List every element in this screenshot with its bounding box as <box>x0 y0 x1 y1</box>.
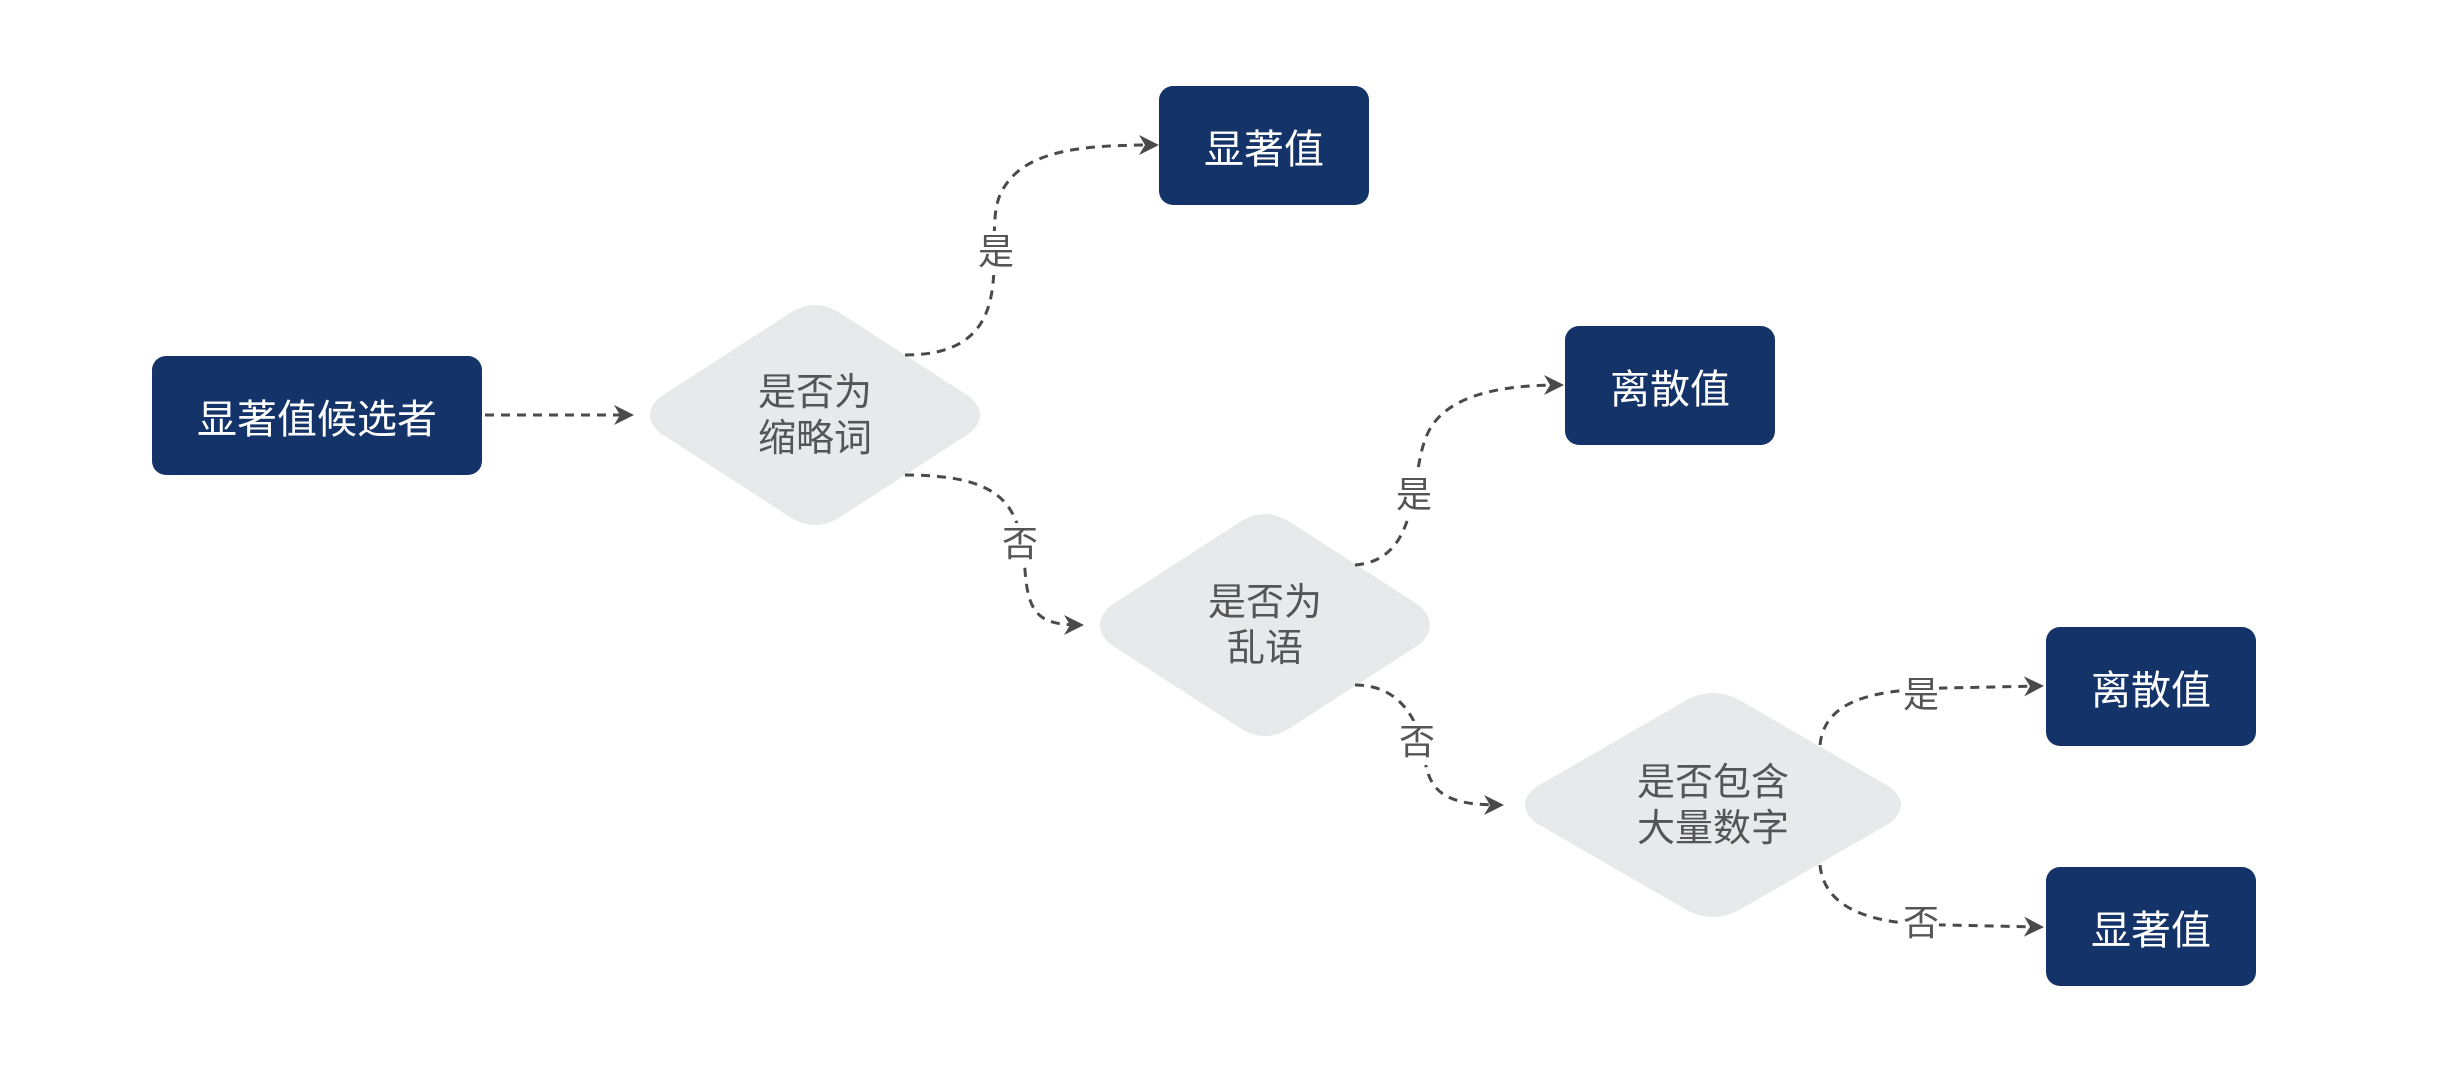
edge-label-gibberish-no: 否 <box>1399 721 1436 765</box>
start-node-label: 显著值候选者 <box>197 396 437 443</box>
edge-gibberish-yes <box>1354 375 1564 567</box>
edge-label-numbers-no: 否 <box>1903 902 1940 946</box>
decision-abbreviation-line1: 是否为 <box>757 370 872 414</box>
decision-abbreviation: 是否为 缩略词 <box>665 350 965 480</box>
outcome-gibberish-yes-node: 离散值 <box>1565 326 1775 445</box>
edge-numbers-no <box>1818 864 2044 937</box>
decision-gibberish: 是否为 乱语 <box>1115 560 1415 690</box>
edge-abbreviation-no <box>904 473 1084 635</box>
decision-numbers: 是否包含 大量数字 <box>1563 740 1863 870</box>
decision-numbers-line1: 是否包含 <box>1636 760 1789 804</box>
outcome-numbers-no-node: 显著值 <box>2046 867 2256 986</box>
edge-label-gibberish-yes: 是 <box>1396 474 1433 518</box>
start-node: 显著值候选者 <box>152 356 482 475</box>
edge-abbreviation-yes <box>904 135 1159 357</box>
decision-numbers-shape <box>1525 693 1901 917</box>
edge-label-abbr-no: 否 <box>1002 523 1039 567</box>
outcome-numbers-no-label: 显著值 <box>2091 907 2211 954</box>
outcome-gibberish-yes-label: 离散值 <box>1610 366 1730 413</box>
decision-numbers-line2: 大量数字 <box>1636 806 1789 850</box>
decision-abbreviation-line2: 缩略词 <box>757 416 872 460</box>
decision-gibberish-line1: 是否为 <box>1207 580 1322 624</box>
outcome-numbers-yes-node: 离散值 <box>2046 627 2256 746</box>
decision-gibberish-line2: 乱语 <box>1226 626 1303 670</box>
edge-label-abbr-yes: 是 <box>978 231 1015 275</box>
decision-gibberish-shape <box>1100 514 1430 736</box>
edge-label-numbers-yes: 是 <box>1903 674 1940 718</box>
outcome-abbr-yes-node: 显著值 <box>1159 86 1369 205</box>
edge-numbers-yes <box>1818 676 2044 746</box>
decision-abbreviation-shape <box>650 305 980 525</box>
outcome-numbers-yes-label: 离散值 <box>2091 667 2211 714</box>
outcome-abbr-yes-label: 显著值 <box>1204 126 1324 173</box>
